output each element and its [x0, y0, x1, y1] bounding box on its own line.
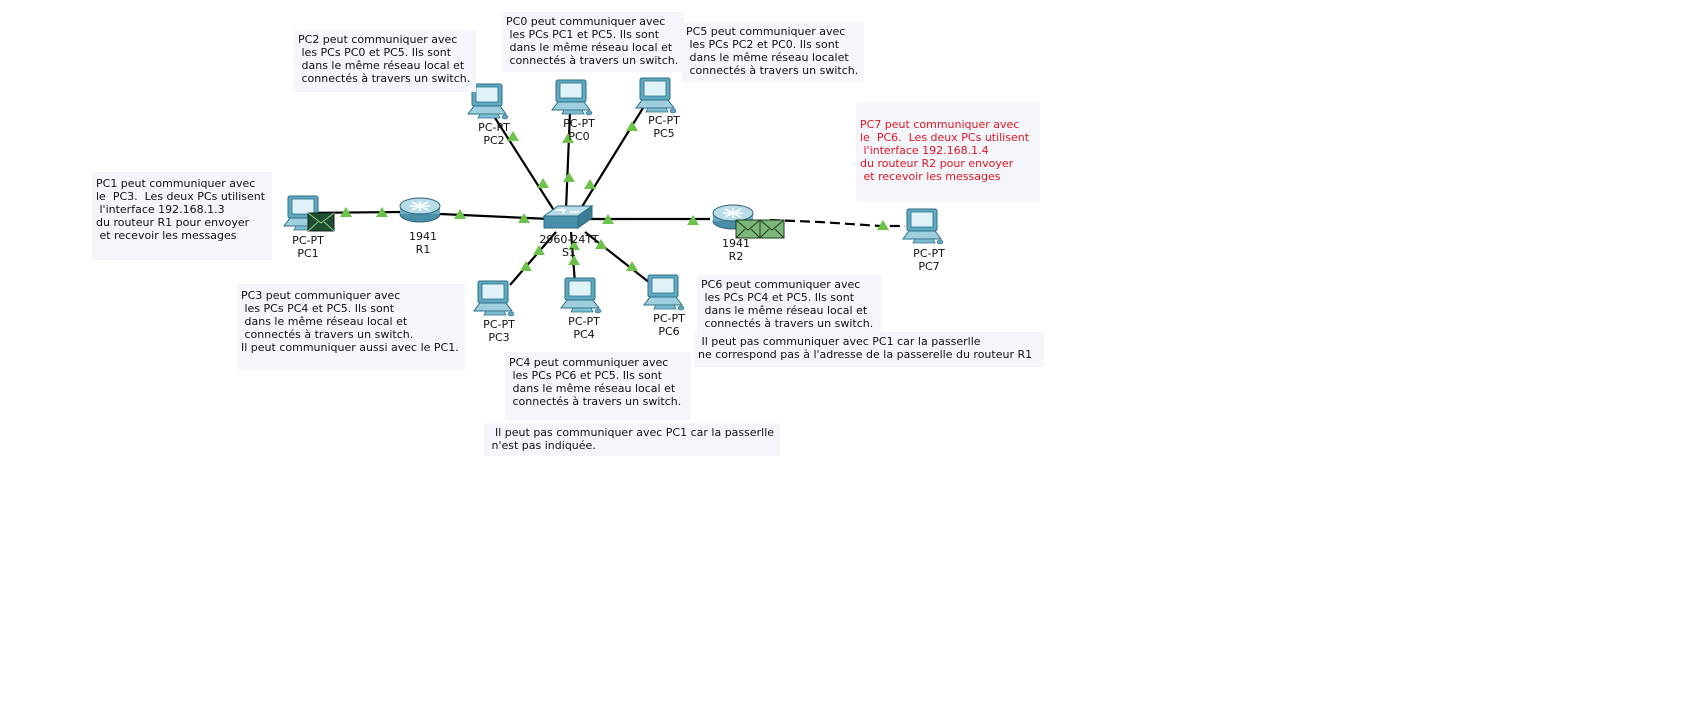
note-pc6: PC6 peut communiquer avec les PCs PC4 et…	[697, 275, 882, 333]
link-r2-pc7[interactable]	[769, 218, 905, 228]
s1-label: 2960-24TT S1	[539, 233, 599, 259]
pc6-icon[interactable]	[643, 274, 685, 311]
link-pc6-s1[interactable]	[584, 231, 651, 284]
pdu-envelope-icon[interactable]	[759, 219, 785, 239]
pc3-icon[interactable]	[473, 280, 515, 317]
pc0-icon[interactable]	[551, 79, 593, 116]
r1-router-icon[interactable]	[399, 197, 441, 223]
pc6-label: PC-PT PC6	[653, 312, 685, 338]
link-pc0-s1[interactable]	[564, 111, 572, 211]
link-pc3-s1[interactable]	[509, 231, 557, 286]
note-pc4-gateway: Il peut pas communiquer avec PC1 car la …	[484, 423, 780, 456]
note-pc0: PC0 peut communiquer avec les PCs PC1 et…	[502, 12, 684, 72]
note-pc5: PC5 peut communiquer avec les PCs PC2 et…	[682, 22, 864, 82]
pc0-label: PC-PT PC0	[563, 117, 595, 143]
pc5-icon[interactable]	[635, 77, 677, 114]
pc7-icon[interactable]	[902, 208, 944, 245]
note-pc4: PC4 peut communiquer avec les PCs PC6 et…	[505, 352, 691, 420]
links	[299, 107, 905, 286]
r2-label: 1941 R2	[722, 237, 750, 263]
pc4-label: PC-PT PC4	[568, 315, 600, 341]
link-pc2-s1[interactable]	[489, 109, 556, 213]
pdu-envelope-icon[interactable]	[307, 212, 335, 232]
pc7-label: PC-PT PC7	[913, 247, 945, 273]
note-pc6-gateway: Il peut pas communiquer avec PC1 car la …	[694, 332, 1044, 367]
r1-label: 1941 R1	[409, 230, 437, 256]
pc5-label: PC-PT PC5	[648, 114, 680, 140]
note-pc7: PC7 peut communiquer avec le PC6. Les de…	[856, 102, 1040, 202]
s1-switch-icon[interactable]	[543, 205, 593, 229]
note-pc2: PC2 peut communiquer avec les PCs PC0 et…	[294, 30, 476, 92]
pc1-label: PC-PT PC1	[292, 234, 324, 260]
note-pc1: PC1 peut communiquer avec le PC3. Les de…	[92, 172, 272, 260]
note-pc3: PC3 peut communiquer avec les PCs PC4 et…	[237, 284, 465, 370]
pdu-envelope-icon[interactable]	[735, 219, 761, 239]
pc2-label: PC-PT PC2	[478, 121, 510, 147]
pc4-icon[interactable]	[560, 277, 602, 314]
pc3-label: PC-PT PC3	[483, 318, 515, 344]
